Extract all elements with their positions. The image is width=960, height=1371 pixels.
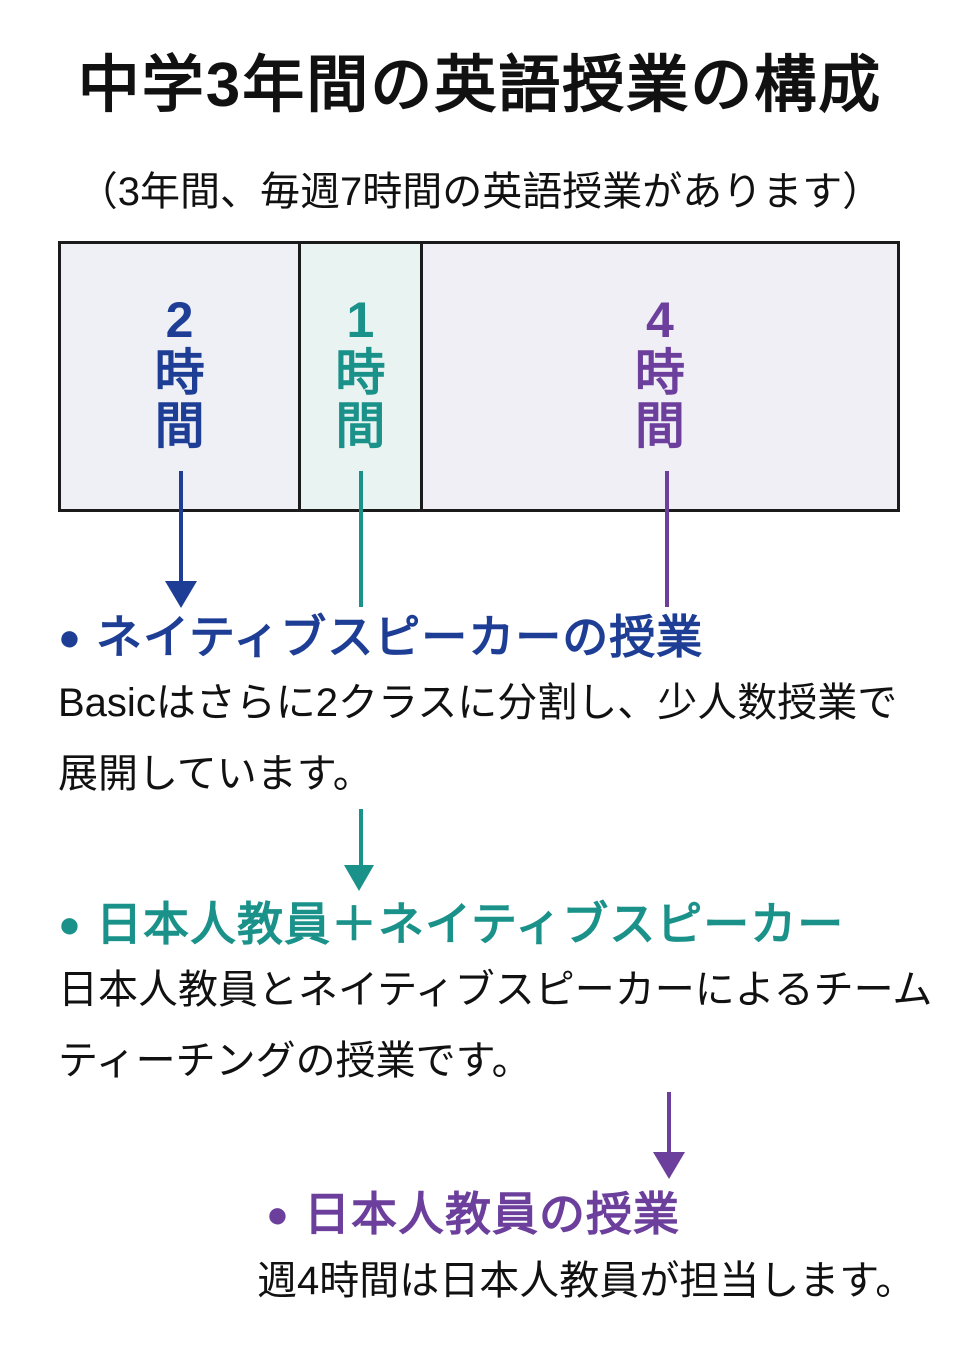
japanese-teacher-arrow-line: [667, 1092, 671, 1152]
native-speaker-arrow-line: [179, 471, 183, 581]
weekly-hours-bar: 2時間 1時間 4時間: [58, 241, 900, 512]
japanese-teacher-arrow-icon: [653, 1152, 685, 1179]
section-body-native-speaker: Basicはさらに2クラスに分割し、少人数授業で 展開しています。: [58, 668, 897, 810]
section-body-japanese-teacher: 週4時間は日本人教員が担当します。: [257, 1246, 915, 1317]
section-body-team-teaching: 日本人教員とネイティブスピーカーによるチーム ティーチングの授業です。: [58, 955, 932, 1097]
team-teaching-connector-line: [359, 471, 363, 607]
bullet-icon: ●: [58, 904, 82, 946]
native-speaker-arrow-icon: [165, 581, 197, 608]
body-text-line: ティーチングの授業です。: [58, 1039, 532, 1083]
bar-segment-team-teaching: 1時間: [301, 244, 423, 509]
bullet-icon: ●: [266, 1194, 290, 1236]
bar-segment-native-speaker: 2時間: [61, 244, 302, 509]
section-heading-label: ネイティブスピーカーの授業: [95, 611, 704, 663]
bullet-icon: ●: [58, 617, 82, 659]
team-teaching-arrow-icon: [344, 865, 374, 891]
section-heading-label: 日本人教員の授業: [303, 1188, 680, 1240]
segment-hours-label: 1時間: [335, 292, 386, 454]
body-text-line: 週4時間は日本人教員が担当します。: [257, 1259, 916, 1303]
page-subtitle: （3年間、毎週7時間の英語授業があります）: [77, 170, 883, 214]
page-title: 中学3年間の英語授業の構成: [77, 51, 883, 120]
segment-hours-label: 4時間: [634, 292, 685, 454]
section-heading-japanese-teacher: ● 日本人教員の授業: [266, 1189, 680, 1240]
body-text-line: Basicはさらに2クラスに分割し、少人数授業で: [58, 681, 898, 725]
bar-segment-japanese-teacher: 4時間: [422, 244, 897, 509]
segment-hours-label: 2時間: [154, 292, 205, 454]
japanese-teacher-connector-line: [665, 471, 669, 607]
body-text-line: 日本人教員とネイティブスピーカーによるチーム: [58, 968, 933, 1012]
team-teaching-arrow-line: [359, 809, 363, 865]
section-heading-label: 日本人教員＋ネイティブスピーカー: [95, 898, 845, 950]
section-heading-team-teaching: ● 日本人教員＋ネイティブスピーカー: [58, 899, 844, 950]
body-text-line: 展開しています。: [58, 752, 373, 796]
section-heading-native-speaker: ● ネイティブスピーカーの授業: [58, 612, 703, 663]
